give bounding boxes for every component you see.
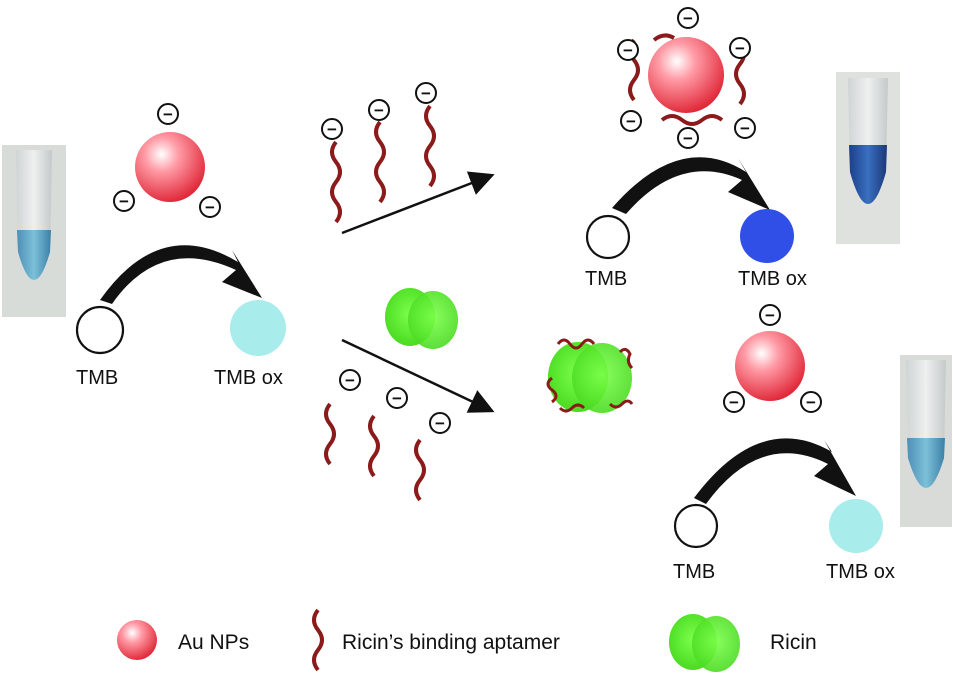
legend-au-np-icon: [117, 620, 157, 660]
svg-text:−: −: [163, 105, 173, 124]
tmb-label: TMB: [76, 367, 118, 389]
svg-text:−: −: [623, 41, 633, 60]
top-right-panel: − − − − − − TMB TMB ox: [585, 7, 807, 290]
negative-charge-icon: −: [339, 369, 361, 391]
svg-text:−: −: [345, 371, 355, 390]
legend-au-nps-label: Au NPs: [178, 631, 249, 654]
svg-text:−: −: [421, 84, 431, 103]
catalysis-arrow: [100, 245, 262, 304]
aptamer-strand-icon: [660, 114, 724, 126]
gold-nanoparticle-icon: [135, 132, 205, 202]
aptamer-strand-icon: [652, 33, 676, 42]
tube-photo-bottom-right: [900, 355, 952, 527]
negative-charge-icon: −: [199, 196, 221, 218]
negative-charge-icon: −: [734, 117, 756, 139]
aptamer-addition-step: − − −: [321, 82, 495, 235]
tmb-circle: [673, 503, 719, 549]
negative-charge-icon: −: [620, 110, 642, 132]
reaction-arrow-lower: [341, 338, 495, 413]
tmb-ox-label: TMB ox: [738, 268, 807, 290]
aptamer-strand-icon: [374, 120, 386, 204]
aptamer-strand-icon: [330, 140, 342, 224]
negative-charge-icon: −: [321, 118, 343, 140]
negative-charge-icon: −: [759, 304, 781, 326]
svg-text:−: −: [119, 192, 129, 211]
negative-charge-icon: −: [677, 7, 699, 29]
svg-text:−: −: [626, 112, 636, 131]
legend-aptamer-icon: [312, 608, 324, 672]
negative-charge-icon: −: [617, 39, 639, 61]
svg-text:−: −: [327, 120, 337, 139]
svg-text:−: −: [740, 119, 750, 138]
svg-text:−: −: [729, 393, 739, 412]
svg-text:−: −: [683, 129, 693, 148]
legend-ricin-label: Ricin: [770, 631, 817, 654]
tmb-ox-circle: [230, 300, 286, 356]
aptamer-strand-icon: [324, 402, 336, 466]
tmb-ox-circle: [829, 499, 883, 553]
gold-nanoparticle-icon: [735, 331, 805, 401]
gold-nanoparticle-icon: [648, 37, 724, 113]
legend-ricin-icon: [669, 614, 740, 672]
svg-text:−: −: [806, 393, 816, 412]
tube-photo-left: [2, 145, 66, 317]
tmb-ox-label: TMB ox: [826, 561, 895, 583]
svg-text:−: −: [205, 198, 215, 217]
tmb-circle: [585, 214, 631, 260]
catalysis-arrow: [612, 157, 770, 214]
negative-charge-icon: −: [429, 412, 451, 434]
bottom-right-panel: − − − TMB TMB ox: [673, 304, 895, 583]
tmb-ox-circle: [740, 209, 794, 263]
negative-charge-icon: −: [729, 37, 751, 59]
legend-aptamer-label: Ricin’s binding aptamer: [342, 631, 560, 654]
catalysis-arrow: [694, 438, 856, 504]
tube-photo-top-right: [836, 72, 900, 244]
negative-charge-icon: −: [157, 103, 179, 125]
svg-text:−: −: [765, 306, 775, 325]
ricin-protein-icon: [385, 288, 458, 349]
ricin-aptamer-complex: [546, 338, 634, 413]
aptamer-strand-icon: [414, 438, 426, 502]
tmb-label: TMB: [673, 561, 715, 583]
svg-text:−: −: [435, 414, 445, 433]
reaction-arrow-upper: [341, 171, 495, 235]
tmb-label: TMB: [585, 268, 627, 290]
tmb-ox-label: TMB ox: [214, 367, 283, 389]
legend: Au NPs Ricin’s binding aptamer Ricin: [117, 608, 817, 672]
negative-charge-icon: −: [415, 82, 437, 104]
aptamer-strand-icon: [424, 104, 436, 188]
aptamer-strand-icon: [368, 414, 380, 478]
negative-charge-icon: −: [368, 99, 390, 121]
negative-charge-icon: −: [677, 127, 699, 149]
negative-charge-icon: −: [386, 387, 408, 409]
tmb-circle: [75, 305, 125, 355]
svg-text:−: −: [735, 39, 745, 58]
svg-text:−: −: [374, 101, 384, 120]
svg-text:−: −: [392, 389, 402, 408]
negative-charge-icon: −: [800, 391, 822, 413]
negative-charge-icon: −: [113, 190, 135, 212]
left-catalysis-panel: − − − TMB TMB ox: [75, 103, 286, 389]
negative-charge-icon: −: [723, 391, 745, 413]
svg-text:−: −: [683, 9, 693, 28]
ricin-addition-step: − − −: [324, 288, 495, 502]
